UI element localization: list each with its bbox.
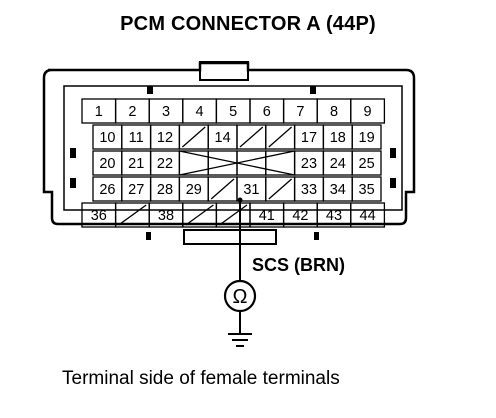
terminal-number-2: 2 (128, 104, 136, 120)
terminal-number-14: 14 (215, 130, 231, 146)
connector-side-key-right (390, 148, 396, 158)
connector-title: PCM CONNECTOR A (44P) (120, 13, 376, 35)
terminal-number-20: 20 (99, 156, 115, 172)
blocked-area-mark (179, 150, 295, 176)
empty-slot-mark (185, 204, 214, 226)
connector-bottom-peg-right (314, 232, 319, 240)
terminal-cell-25 (351, 150, 382, 176)
empty-slot-mark (219, 204, 248, 226)
terminal-number-23: 23 (301, 156, 317, 172)
connector-bottom-peg-left (146, 232, 151, 240)
terminal-cell-35 (351, 176, 382, 202)
terminal-number-24: 24 (330, 156, 346, 172)
probe-contact-dot (237, 197, 243, 203)
terminal-number-17: 17 (301, 130, 317, 146)
connector-side-key-left (70, 148, 76, 158)
terminal-number-31: 31 (243, 182, 259, 198)
terminal-number-11: 11 (129, 130, 144, 146)
figure-caption: Terminal side of female terminals (62, 368, 340, 389)
connector-inner-frame (63, 85, 403, 211)
empty-slot-mark (268, 178, 293, 200)
terminal-number-22: 22 (157, 156, 173, 172)
connector-lock-tab (199, 61, 249, 81)
terminal-number-6: 6 (263, 104, 271, 120)
terminal-number-7: 7 (296, 104, 304, 120)
terminal-number-19: 19 (359, 130, 375, 146)
terminal-number-5: 5 (229, 104, 237, 120)
empty-slot-mark (239, 126, 264, 148)
terminal-number-3: 3 (162, 104, 170, 120)
terminal-number-4: 4 (196, 104, 204, 120)
terminal-number-10: 10 (99, 130, 115, 146)
connector-side-key-left-2 (70, 178, 76, 188)
connector-top-peg-right (310, 86, 316, 94)
terminal-number-35: 35 (359, 182, 375, 198)
terminal-number-26: 26 (99, 182, 115, 198)
terminal-number-42: 42 (292, 208, 308, 224)
terminal-number-29: 29 (186, 182, 202, 198)
terminal-number-34: 34 (330, 182, 346, 198)
terminal-number-38: 38 (158, 208, 174, 224)
empty-slot-mark (181, 126, 206, 148)
connector-housing (42, 61, 416, 226)
terminal-number-21: 21 (128, 156, 144, 172)
terminal-number-33: 33 (301, 182, 317, 198)
terminal-cell-empty (207, 150, 238, 176)
connector-side-key-right-2 (390, 178, 396, 188)
empty-slot-mark (210, 178, 235, 200)
connector-top-peg-left (147, 86, 153, 94)
empty-slot-mark (268, 126, 293, 148)
terminal-number-27: 27 (128, 182, 144, 198)
scs-wire-label: SCS (BRN) (252, 255, 345, 275)
terminal-cell-9 (350, 98, 386, 124)
terminal-number-8: 8 (330, 104, 338, 120)
terminal-number-1: 1 (95, 104, 103, 120)
terminal-number-28: 28 (157, 182, 173, 198)
terminal-number-25: 25 (359, 156, 375, 172)
ohmmeter-symbol: Ω (233, 286, 248, 308)
terminal-cell-44 (350, 202, 386, 228)
terminal-number-41: 41 (259, 208, 275, 224)
empty-slot-mark (118, 204, 147, 226)
terminal-number-9: 9 (364, 104, 372, 120)
terminal-cell-19 (351, 124, 382, 150)
terminal-number-44: 44 (360, 208, 376, 224)
terminal-number-12: 12 (157, 130, 173, 146)
ground-icon (228, 333, 252, 347)
terminal-cell-empty (236, 150, 267, 176)
terminal-number-43: 43 (326, 208, 342, 224)
connector-bottom-guide (183, 229, 277, 245)
terminal-number-18: 18 (330, 130, 346, 146)
terminal-number-36: 36 (91, 208, 107, 224)
